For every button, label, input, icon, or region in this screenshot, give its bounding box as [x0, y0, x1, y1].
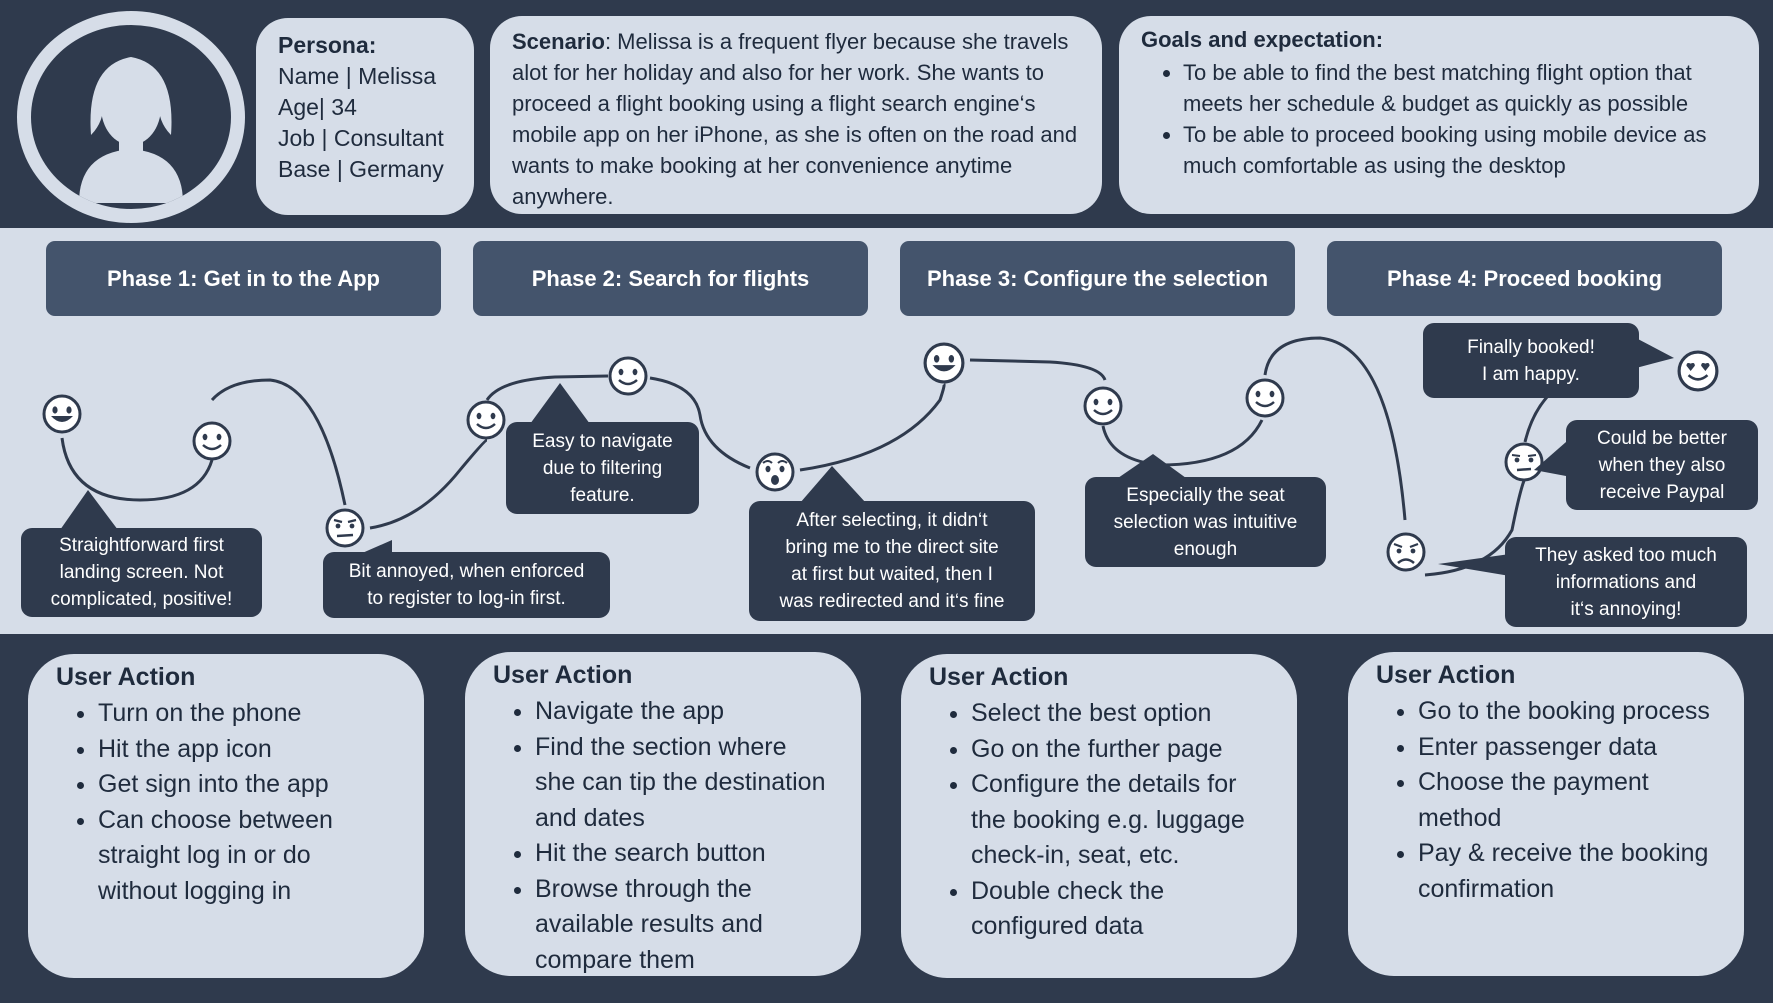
user-action-item: Double check the configured data	[971, 874, 1269, 945]
user-action-item: Go to the booking process	[1418, 694, 1716, 730]
bubble-line: Could be better	[1597, 427, 1727, 449]
speech-bubble: Easy to navigate due to filtering feature.	[506, 422, 699, 514]
user-action-item: Pay & receive the booking confirmation	[1418, 836, 1716, 907]
bubble-line: informations and	[1555, 571, 1697, 593]
speech-bubble: Straightforward first landing screen. Not…	[21, 528, 262, 617]
happy-face-icon	[42, 394, 82, 434]
user-action-item: Turn on the phone	[98, 696, 396, 732]
phase-2-header: Phase 2: Search for flights	[473, 241, 868, 316]
bubble-line: I am happy.	[1482, 363, 1580, 385]
persona-base: Base | Germany	[278, 156, 444, 182]
bubble-line: landing screen. Not	[59, 562, 224, 583]
bubble-line: receive Paypal	[1599, 481, 1725, 503]
bubble-line: Especially the seat	[1126, 484, 1285, 506]
surprised-face-icon	[755, 452, 795, 492]
bubble-line: at first but waited, then I	[791, 564, 993, 585]
user-action-title: User Action	[929, 663, 1069, 691]
phase-3-header: Phase 3: Configure the selection	[900, 241, 1295, 316]
bubble-line: selection was intuitive	[1113, 511, 1298, 533]
bubble-line: to register to log-in first.	[367, 588, 566, 609]
user-action-item: Can choose between straight log in or do…	[98, 803, 396, 910]
goals-card: Goals and expectation: To be able to fin…	[1119, 16, 1759, 214]
bubble-line: Finally booked!	[1467, 336, 1595, 358]
frowning-face-icon	[1386, 532, 1426, 572]
bubble-line: feature.	[570, 484, 635, 506]
user-action-item: Choose the payment method	[1418, 765, 1716, 836]
scenario-label: Scenario	[512, 29, 605, 54]
user-action-title: User Action	[56, 663, 196, 691]
bubble-line: bring me to the direct site	[785, 537, 999, 558]
speech-bubble: Could be better when they also receive Pay…	[1566, 420, 1758, 510]
bubble-line: Bit annoyed, when enforced	[348, 561, 585, 582]
heart-eyes-face-icon	[1677, 350, 1719, 392]
user-action-item: Enter passenger data	[1418, 730, 1716, 766]
smile-face-icon	[1245, 378, 1285, 418]
user-action-item: Hit the search button	[535, 836, 833, 872]
user-action-card-phase-2: User Action Navigate the app Find the se…	[465, 652, 861, 976]
bubble-line: Easy to navigate	[532, 430, 673, 452]
neutral-face-icon	[1504, 442, 1544, 482]
user-action-title: User Action	[493, 661, 633, 689]
bubble-line: due to filtering	[542, 457, 663, 479]
smile-face-icon	[192, 421, 232, 461]
speech-bubble: Finally booked! I am happy.	[1423, 323, 1639, 398]
annoyed-face-icon	[325, 508, 365, 548]
user-action-item: Select the best option	[971, 696, 1269, 732]
user-action-item: Browse through the available results and…	[535, 872, 833, 979]
smile-face-icon	[1083, 386, 1123, 426]
user-action-card-phase-1: User Action Turn on the phone Hit the ap…	[28, 654, 424, 978]
user-action-item: Find the section where she can tip the d…	[535, 730, 833, 837]
user-action-item: Go on the further page	[971, 732, 1269, 768]
goal-item: To be able to proceed booking using mobi…	[1183, 119, 1737, 181]
goal-item: To be able to find the best matching fli…	[1183, 57, 1737, 119]
bubble-line: They asked too much	[1535, 544, 1717, 566]
speech-bubble: Bit annoyed, when enforced to register to…	[323, 552, 610, 618]
bubble-line: was redirected and it‘s fine	[779, 591, 1005, 612]
bubble-line: it‘s annoying!	[1570, 598, 1682, 620]
bubble-line: Straightforward first	[59, 535, 224, 556]
persona-age: Age| 34	[278, 94, 357, 120]
persona-title: Persona:	[278, 32, 377, 58]
smile-face-icon	[608, 356, 648, 396]
user-action-card-phase-4: User Action Go to the booking process En…	[1348, 652, 1744, 976]
goals-title: Goals and expectation:	[1141, 27, 1384, 52]
happy-face-icon	[923, 342, 965, 384]
phase-1-header: Phase 1: Get in to the App	[46, 241, 441, 316]
smile-face-icon	[466, 400, 506, 440]
phase-4-header: Phase 4: Proceed booking	[1327, 241, 1722, 316]
bubble-line: when they also	[1598, 454, 1726, 476]
user-action-item: Configure the details for the booking e.…	[971, 767, 1269, 874]
persona-card: Persona: Name | Melissa Age| 34 Job | Co…	[256, 18, 474, 215]
speech-bubble: After selecting, it didn‘t bring me to th…	[749, 501, 1035, 621]
bubble-line: complicated, positive!	[50, 589, 233, 610]
persona-name: Name | Melissa	[278, 63, 437, 89]
user-action-item: Get sign into the app	[98, 767, 396, 803]
bubble-line: After selecting, it didn‘t	[796, 510, 988, 531]
user-icon	[31, 25, 231, 209]
user-action-card-phase-3: User Action Select the best option Go on…	[901, 654, 1297, 978]
user-action-item: Navigate the app	[535, 694, 833, 730]
user-action-title: User Action	[1376, 661, 1516, 689]
speech-bubble: They asked too much informations and it‘s …	[1505, 537, 1747, 627]
speech-bubble: Especially the seat selection was intuiti…	[1085, 477, 1326, 567]
scenario-text: : Melissa is a frequent flyer because sh…	[512, 29, 1078, 209]
user-action-item: Hit the app icon	[98, 732, 396, 768]
persona-job: Job | Consultant	[278, 125, 444, 151]
bubble-line: enough	[1173, 538, 1238, 560]
scenario-card: Scenario: Melissa is a frequent flyer be…	[490, 16, 1102, 214]
